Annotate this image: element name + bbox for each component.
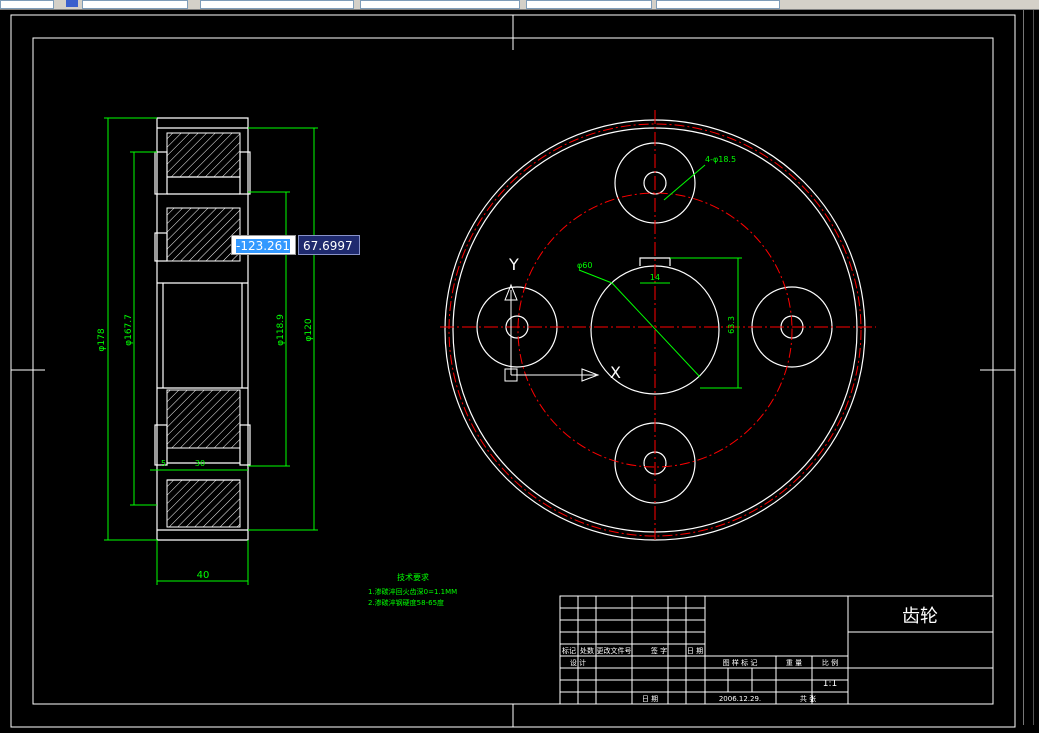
- ucs-y-label: Y: [508, 255, 519, 274]
- notes-title: 技术要求: [397, 572, 429, 582]
- dim-40: 40: [197, 570, 210, 581]
- notes-line1: 1.渗碳淬回火齿深0=1.1MM: [368, 587, 457, 596]
- head-count: 处数: [580, 646, 594, 655]
- layer-icon[interactable]: [66, 0, 78, 7]
- dim-holes: 4-φ18.5: [705, 155, 736, 164]
- dim-bore: φ60: [577, 261, 592, 270]
- gear-section-view[interactable]: φ178 φ167.7 φ118.9 φ120 5 30 40: [97, 117, 318, 585]
- front-dimension-lines: [578, 164, 742, 389]
- stage-mark-label: 图 样 标 记: [723, 658, 758, 667]
- dynamic-input-x-value[interactable]: -123.261: [236, 239, 290, 253]
- title-block: [559, 595, 994, 705]
- dim-d118: φ118.9: [276, 314, 286, 346]
- part-name: 齿轮: [902, 606, 938, 627]
- scale-label: 比 例: [822, 658, 838, 667]
- design-label: 设 计: [570, 658, 586, 667]
- hidden-lines: [167, 207, 240, 262]
- head-mark: 标记: [562, 646, 576, 655]
- dim-d167: φ167.7: [124, 314, 134, 346]
- dim-5: 5: [161, 459, 166, 468]
- scrollbar-rail-edge: [1033, 10, 1034, 725]
- center-lines: [440, 110, 876, 540]
- head-date: 日 期: [687, 647, 703, 655]
- notes-line2: 2.渗碳淬钢硬度58-65度: [368, 598, 444, 607]
- layer-select[interactable]: [82, 0, 188, 9]
- dimension-lines: [104, 117, 318, 585]
- gear-outline: [154, 117, 251, 541]
- color-select[interactable]: [200, 0, 354, 9]
- head-sign: 签 字: [651, 646, 667, 655]
- scrollbar-rail: [1023, 10, 1024, 725]
- cad-drawing: φ178 φ167.7 φ118.9 φ120 5 30 40: [10, 14, 1016, 728]
- linetype-select[interactable]: [360, 0, 520, 9]
- technical-notes: 技术要求 1.渗碳淬回火齿深0=1.1MM 2.渗碳淬钢硬度58-65度: [368, 572, 457, 607]
- drawing-canvas[interactable]: φ178 φ167.7 φ118.9 φ120 5 30 40: [0, 10, 1039, 733]
- dim-keyway-depth: 63.3: [727, 316, 736, 334]
- scale-value: 1:1: [823, 679, 837, 689]
- dynamic-input-x[interactable]: -123.261: [231, 235, 296, 255]
- weight-label: 重 量: [786, 659, 802, 667]
- dim-keyway-width: 14: [650, 273, 660, 282]
- sheet-label: 共 张: [800, 694, 816, 703]
- plotstyle-select[interactable]: [656, 0, 780, 9]
- dynamic-input-y[interactable]: 67.6997: [298, 235, 360, 255]
- head-file: 更改文件号: [597, 646, 632, 655]
- dim-d120: φ120: [304, 318, 314, 341]
- gear-front-view[interactable]: φ60 14 63.3 4-φ18.5: [440, 110, 876, 541]
- dim-30: 30: [195, 459, 205, 468]
- sheet-border: [10, 14, 1016, 728]
- ucs-x-label: X: [610, 363, 621, 382]
- ucs-icon: Y X: [504, 255, 621, 382]
- vertical-scrollbar[interactable]: [1019, 10, 1039, 725]
- lineweight-select[interactable]: [526, 0, 652, 9]
- layer-dropdown[interactable]: [0, 0, 54, 9]
- toolbar: [0, 0, 1039, 10]
- drawing-date: 2006.12.29.: [719, 695, 761, 703]
- dim-d178: φ178: [97, 328, 107, 351]
- title-block-text: 齿轮 1:1 标记 处数 更改文件号 签 字 日 期 设 计 日 期 图 样 标…: [562, 606, 938, 703]
- date-label: 日 期: [642, 695, 658, 703]
